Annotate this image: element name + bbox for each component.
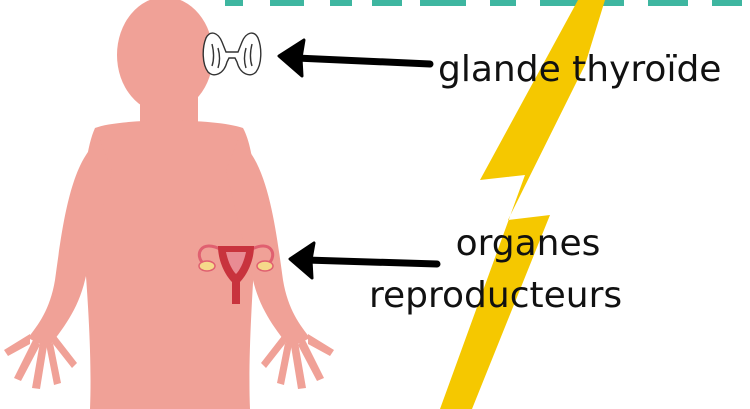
arrow-to-thyroid	[279, 40, 430, 76]
arrow-to-reproductive	[290, 243, 437, 278]
top-decorative-strip	[225, 0, 742, 6]
reproductive-label-line2: reproducteurs	[369, 276, 622, 316]
arrow-left-icon	[279, 40, 304, 76]
reproductive-label-line1: organes	[428, 224, 628, 264]
arrow-left-icon	[290, 243, 314, 278]
thyroid-label: glande thyroïde	[438, 50, 721, 90]
thyroid-gland-icon	[203, 33, 261, 75]
